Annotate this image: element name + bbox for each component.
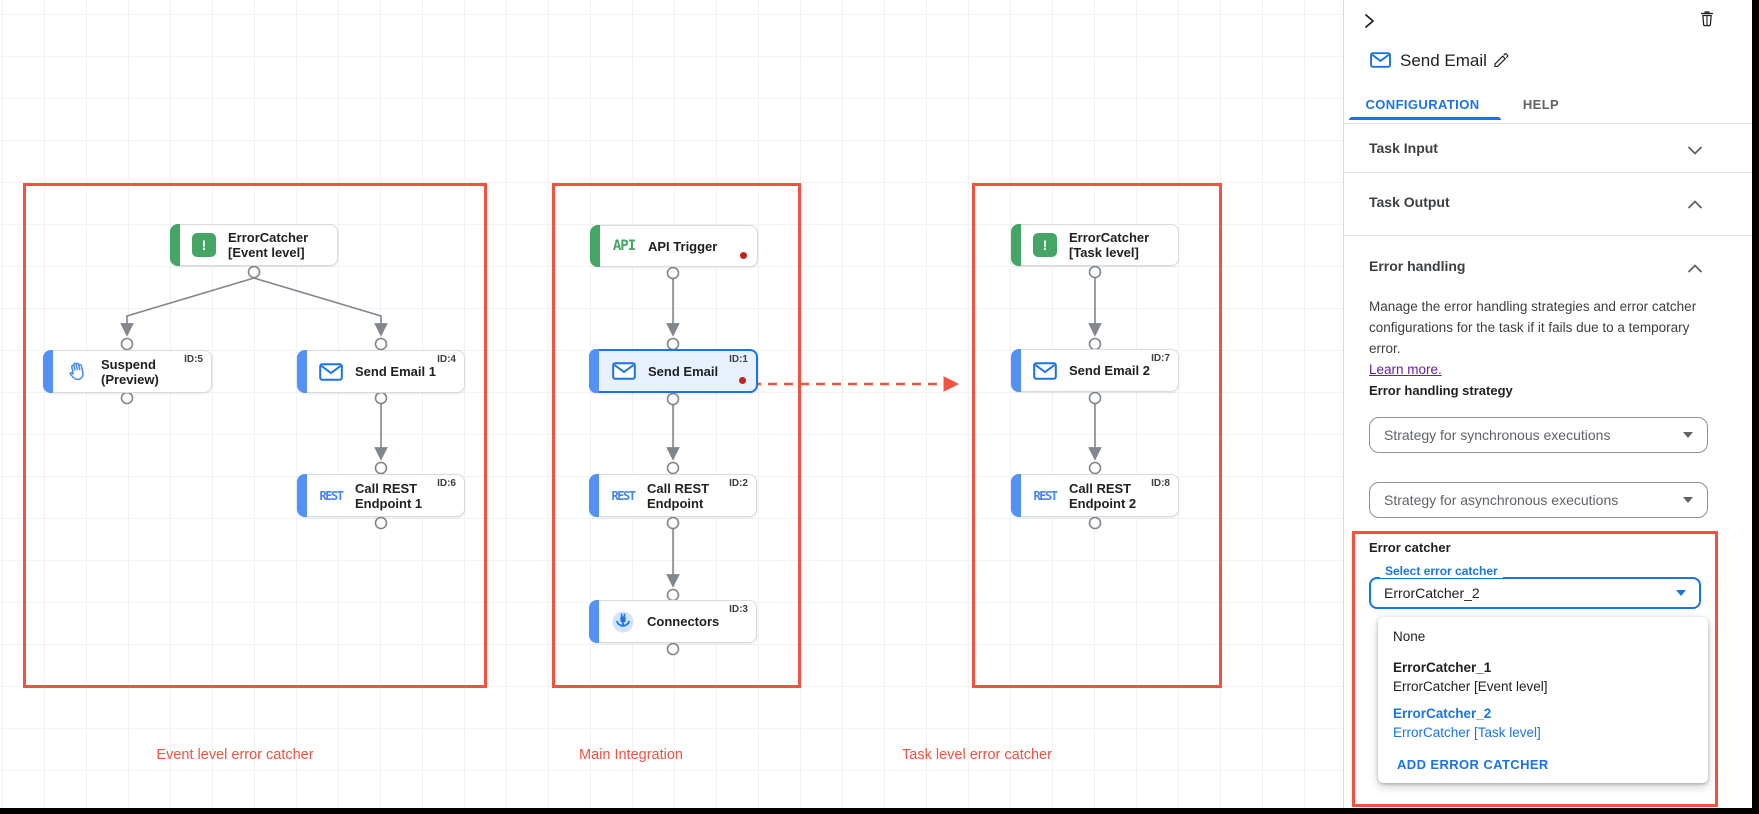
region-label-event-level: Event level error catcher: [156, 747, 314, 763]
node-label: Call REST: [355, 480, 418, 496]
node-label: Send Email: [648, 363, 719, 379]
hand-icon: [62, 360, 92, 383]
node-id-badge: ID:2: [729, 478, 748, 489]
node-label: Send Email 1: [355, 364, 436, 379]
region-label-task-level: Task level error catcher: [902, 747, 1052, 763]
workflow-canvas[interactable]: Event level error catcher Main Integrati…: [0, 0, 1343, 808]
dropdown-caret-icon: [1676, 590, 1686, 596]
rest-icon: REST: [319, 488, 344, 503]
node-id-badge: ID:1: [729, 354, 748, 365]
region-label-main-integration: Main Integration: [579, 747, 683, 763]
annotation-box-error-catcher: [1352, 531, 1718, 807]
select-error-catcher-dropdown[interactable]: ErrorCatcher_2: [1369, 577, 1701, 609]
config-side-panel: Send Email CONFIGURATION HELP Task Input…: [1343, 0, 1752, 808]
node-label: Call REST: [647, 480, 710, 496]
annotation-box-task-level: [972, 183, 1222, 688]
section-task-output[interactable]: Task Output: [1369, 194, 1450, 210]
select-error-catcher-float-label: Select error catcher: [1380, 564, 1503, 578]
node-color-bar: [1011, 224, 1021, 266]
node-suspend[interactable]: Suspend(Preview) ID:5: [43, 350, 212, 393]
annotation-box-event-level: [23, 183, 487, 688]
tab-configuration[interactable]: CONFIGURATION: [1365, 96, 1480, 112]
node-label: ErrorCatcher: [1069, 230, 1150, 245]
dropdown-caret-icon: [1683, 497, 1693, 503]
learn-more-link[interactable]: Learn more.: [1369, 362, 1442, 377]
api-icon: API: [612, 238, 636, 254]
node-color-bar: [1011, 349, 1021, 392]
node-label: Suspend: [101, 356, 156, 372]
node-id-badge: ID:3: [729, 604, 748, 615]
chevron-down-icon[interactable]: [1688, 142, 1702, 160]
error-handling-description: Manage the error handling strategies and…: [1369, 299, 1697, 377]
sync-strategy-dropdown[interactable]: Strategy for synchronous executions: [1369, 417, 1708, 453]
node-label: Call REST: [1069, 480, 1132, 496]
rest-icon: REST: [611, 488, 636, 503]
menu-option-errorcatcher-1[interactable]: ErrorCatcher_1 ErrorCatcher [Event level…: [1393, 660, 1548, 694]
menu-option-none[interactable]: None: [1393, 629, 1426, 644]
node-label: Connectors: [647, 614, 720, 629]
panel-title: Send Email: [1400, 51, 1487, 70]
connector-plug-icon: [608, 610, 638, 634]
section-error-handling[interactable]: Error handling: [1369, 258, 1466, 274]
chevron-up-icon[interactable]: [1688, 196, 1702, 214]
selected-error-catcher-value: ErrorCatcher_2: [1384, 585, 1480, 601]
node-send-email-2[interactable]: Send Email 2 ID:7: [1011, 349, 1179, 392]
node-id-badge: ID:8: [1151, 478, 1170, 489]
error-catcher-menu: None ErrorCatcher_1 ErrorCatcher [Event …: [1378, 617, 1708, 783]
node-send-email-selected[interactable]: Send Email ID:1: [589, 349, 758, 393]
chevron-up-icon[interactable]: [1688, 260, 1702, 278]
active-tab-underline: [1349, 117, 1501, 120]
node-id-badge: ID:6: [437, 478, 456, 489]
dropdown-caret-icon: [1683, 432, 1693, 438]
edit-title-pencil-icon[interactable]: [1490, 49, 1512, 74]
mail-icon: [609, 362, 639, 380]
workflow-edges: [120, 265, 1102, 656]
annotation-box-main-integration: [552, 183, 801, 688]
alert-dot: [739, 377, 746, 384]
rest-icon: REST: [1033, 488, 1058, 503]
node-color-bar: [589, 474, 599, 517]
node-color-bar: [590, 225, 600, 267]
mail-icon: [316, 362, 346, 381]
delete-task-button[interactable]: [1696, 7, 1718, 33]
node-send-email-1[interactable]: Send Email 1 ID:4: [297, 350, 465, 393]
error-catcher-icon: !: [1030, 233, 1060, 257]
tab-help[interactable]: HELP: [1522, 96, 1560, 112]
node-label: API Trigger: [648, 238, 718, 254]
node-label: Send Email 2: [1069, 363, 1150, 378]
node-api-trigger[interactable]: API API Trigger: [590, 225, 758, 267]
alert-dot: [740, 252, 747, 259]
node-errorcatcher-event-level[interactable]: ! ErrorCatcher[Event level]: [170, 224, 338, 266]
error-handling-strategy-label: Error handling strategy: [1369, 383, 1513, 398]
node-color-bar: [297, 474, 307, 517]
node-id-badge: ID:4: [437, 354, 456, 365]
node-label: ErrorCatcher: [228, 230, 309, 245]
mail-icon: [1030, 361, 1060, 380]
add-error-catcher-button[interactable]: ADD ERROR CATCHER: [1397, 757, 1549, 772]
node-color-bar: [297, 350, 307, 393]
async-strategy-dropdown[interactable]: Strategy for asynchronous executions: [1369, 482, 1708, 518]
node-connectors[interactable]: Connectors ID:3: [589, 600, 757, 643]
node-color-bar: [170, 224, 180, 266]
collapse-panel-button[interactable]: [1358, 10, 1380, 35]
node-color-bar: [589, 349, 599, 393]
node-color-bar: [43, 350, 53, 393]
section-task-input[interactable]: Task Input: [1369, 140, 1438, 156]
node-errorcatcher-task-level[interactable]: ! ErrorCatcher[Task level]: [1011, 224, 1179, 266]
node-color-bar: [1011, 474, 1021, 517]
error-catcher-icon: !: [189, 233, 219, 257]
screen-edge-bottom: [0, 808, 1759, 814]
error-catcher-label: Error catcher: [1369, 540, 1451, 555]
node-color-bar: [589, 600, 599, 643]
node-id-badge: ID:7: [1151, 353, 1170, 364]
node-id-badge: ID:5: [184, 354, 203, 365]
task-mail-icon: [1370, 52, 1391, 73]
menu-option-errorcatcher-2[interactable]: ErrorCatcher_2 ErrorCatcher [Task level]: [1393, 706, 1541, 740]
screen-edge-right: [1752, 0, 1759, 814]
